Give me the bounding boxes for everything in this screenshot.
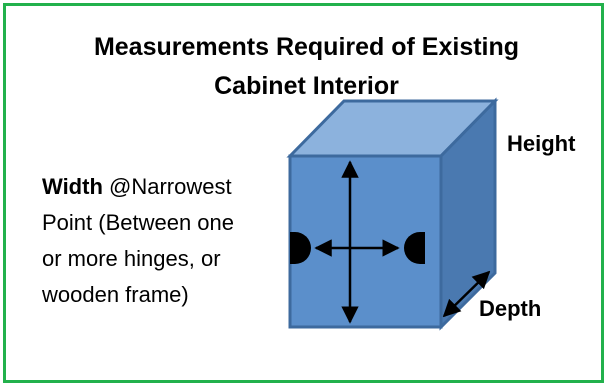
cabinet-diagram [286,97,499,331]
title-line-2: Cabinet Interior [214,72,399,100]
width-label-bold: Width [42,174,103,199]
width-desc-line-4: wooden frame) [42,282,189,307]
width-desc-line-2: Point (Between one [42,210,235,235]
title-line-1: Measurements Required of Existing [93,33,520,61]
left-hinge-icon [290,232,311,264]
width-desc-line-3: or more hinges, or [42,246,221,271]
height-label: Height [507,131,576,156]
width-label-rest: @Narrowest [102,174,232,199]
diagram-title: Measurements Required of Existing Cabine… [0,28,613,106]
width-desc-line-1: Width @Narrowest [42,169,282,205]
width-description: Width @Narrowest Point (Between one or m… [42,169,282,313]
depth-arrow [442,270,491,318]
right-hinge-icon [404,232,425,264]
depth-label: Depth [479,296,542,321]
